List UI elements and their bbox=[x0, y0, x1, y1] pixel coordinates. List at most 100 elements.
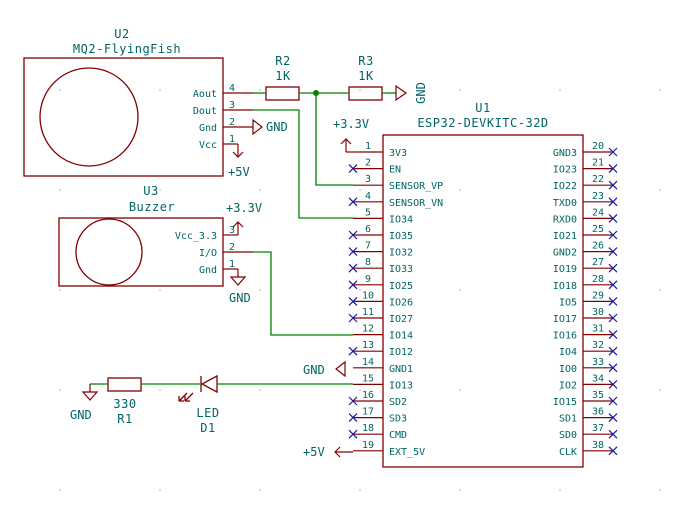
grid-dot bbox=[359, 89, 361, 91]
no-connect-marker bbox=[608, 247, 618, 257]
grid-dot bbox=[259, 489, 261, 491]
u1-right-pin-name: IO21 bbox=[553, 231, 577, 242]
grid-dot bbox=[59, 489, 61, 491]
plus33v-label-u3: +3.3V bbox=[226, 201, 262, 215]
grid-dot bbox=[159, 289, 161, 291]
r1-resistor[interactable]: 330 R1 bbox=[107, 377, 142, 426]
no-connect-marker bbox=[608, 164, 618, 174]
gnd-label-u1: GND bbox=[303, 363, 325, 377]
grid-dot bbox=[259, 189, 261, 191]
r3-body bbox=[348, 86, 383, 101]
u1-right-pin-name: GND2 bbox=[553, 248, 577, 259]
u1-left-pin-num: 19 bbox=[362, 440, 374, 451]
no-connect-marker bbox=[348, 197, 358, 207]
grid-dot bbox=[59, 189, 61, 191]
no-connect-marker bbox=[348, 263, 358, 273]
gnd-label-u2: GND bbox=[266, 120, 288, 134]
r1-ref: R1 bbox=[117, 412, 132, 426]
u3-pin-2-num: 2 bbox=[229, 242, 235, 253]
u1-right-pin-num: 30 bbox=[592, 307, 604, 318]
no-connect-marker bbox=[608, 446, 618, 456]
gnd-label-u3: GND bbox=[229, 291, 251, 305]
no-connect-marker bbox=[608, 429, 618, 439]
u2-pin-1-name: Vcc bbox=[199, 140, 217, 151]
gnd-symbol-r3: GND bbox=[395, 82, 428, 104]
u1-right-pin-num: 35 bbox=[592, 390, 604, 401]
no-connect-marker bbox=[348, 230, 358, 240]
no-connect-marker bbox=[348, 313, 358, 323]
no-connect-marker bbox=[608, 396, 618, 406]
grid-dot bbox=[659, 189, 661, 191]
r2-resistor[interactable]: R2 1K bbox=[265, 54, 300, 101]
r3-ref: R3 bbox=[358, 54, 373, 68]
gnd-triangle bbox=[81, 391, 99, 401]
u3-pin-1-num: 1 bbox=[229, 259, 235, 270]
u2-pin-4-name: Aout bbox=[193, 89, 217, 100]
grid-dot bbox=[59, 89, 61, 91]
grid-dot bbox=[559, 389, 561, 391]
no-connect-marker bbox=[348, 296, 358, 306]
u1-right-pin-name: IO4 bbox=[559, 347, 577, 358]
u1-right-pin-num: 25 bbox=[592, 224, 604, 235]
power-symbols: GND GND +5V +3.3V +3.3V G bbox=[70, 82, 428, 459]
u1-left-pin-name: SD2 bbox=[389, 397, 407, 408]
r3-resistor[interactable]: R3 1K bbox=[348, 54, 383, 101]
grid-dot bbox=[459, 189, 461, 191]
u1-left-pin-name: IO12 bbox=[389, 347, 413, 358]
u1-right-pin-name: IO18 bbox=[553, 281, 577, 292]
u3-pin-1-name: Gnd bbox=[199, 265, 217, 276]
u1-left-pin-num: 8 bbox=[365, 257, 371, 268]
u1-left-pin-name: SD3 bbox=[389, 414, 407, 425]
grid-dot bbox=[159, 189, 161, 191]
r1-value: 330 bbox=[113, 397, 136, 411]
no-connect-marker bbox=[608, 197, 618, 207]
no-connect-marker bbox=[608, 363, 618, 373]
plus5v-symbol-u1: +5V bbox=[303, 445, 353, 459]
u2-body bbox=[23, 57, 224, 177]
plus5v-label-u2: +5V bbox=[228, 165, 250, 179]
plus33v-symbol-u1: +3.3V bbox=[333, 117, 369, 153]
u1-right-pin-name: SD0 bbox=[559, 430, 577, 441]
u1-left-pin-num: 3 bbox=[365, 174, 371, 185]
grid-dot bbox=[459, 289, 461, 291]
no-connect-marker bbox=[348, 396, 358, 406]
u1-left-pin-num: 13 bbox=[362, 340, 374, 351]
u1-left-pin-name: IO32 bbox=[389, 248, 413, 259]
u1-right-pin-name: IO16 bbox=[553, 331, 577, 342]
d1-light-arrow-2 bbox=[178, 392, 188, 402]
u1-left-pin-name: EXT_5V bbox=[389, 447, 425, 458]
u1-left-pin-num: 16 bbox=[362, 390, 374, 401]
gnd-triangle bbox=[335, 360, 346, 378]
no-connect-marker bbox=[608, 263, 618, 273]
u1-left-pin-name: IO27 bbox=[389, 314, 413, 325]
grid-dot bbox=[459, 489, 461, 491]
u1-left-pin-name: IO35 bbox=[389, 231, 413, 242]
grid-dot bbox=[359, 489, 361, 491]
u1-esp32-module[interactable]: U1 ESP32-DEVKITC-32D 13V32EN3SENSOR_VP4S… bbox=[348, 101, 618, 468]
u1-right-pin-name: IO19 bbox=[553, 264, 577, 275]
u1-right-pin-num: 26 bbox=[592, 241, 604, 252]
no-connect-marker bbox=[608, 413, 618, 423]
grid-dot bbox=[559, 189, 561, 191]
grid-dot bbox=[59, 389, 61, 391]
u1-right-pin-name: IO23 bbox=[553, 165, 577, 176]
wire-sensor-vp[interactable] bbox=[315, 93, 353, 186]
no-connect-marker bbox=[608, 147, 618, 157]
wire-buzzer-io14[interactable] bbox=[253, 251, 353, 336]
d1-led[interactable]: LED D1 bbox=[178, 374, 220, 435]
u2-sensor-module[interactable]: U2 MQ2-FlyingFish Aout Dout Gnd Vcc 4 3 … bbox=[23, 27, 253, 177]
plus33v-label-u1: +3.3V bbox=[333, 117, 369, 131]
wire-dout-io34[interactable] bbox=[253, 109, 353, 219]
u1-right-pin-name: IO22 bbox=[553, 181, 577, 192]
u2-sensor-circle bbox=[39, 67, 139, 167]
u1-right-pin-num: 20 bbox=[592, 141, 604, 152]
no-connect-marker bbox=[348, 346, 358, 356]
grid-dot bbox=[359, 289, 361, 291]
grid-dot bbox=[159, 489, 161, 491]
u1-right-pin-num: 31 bbox=[592, 324, 604, 335]
u3-buzzer-module[interactable]: U3 Buzzer Vcc_3.3 I/O Gnd 3 2 1 bbox=[58, 184, 253, 287]
grid-dot bbox=[359, 389, 361, 391]
no-connect-marker bbox=[348, 280, 358, 290]
u1-left-pin-name: IO34 bbox=[389, 214, 413, 225]
plus33v-arrow bbox=[232, 221, 244, 228]
